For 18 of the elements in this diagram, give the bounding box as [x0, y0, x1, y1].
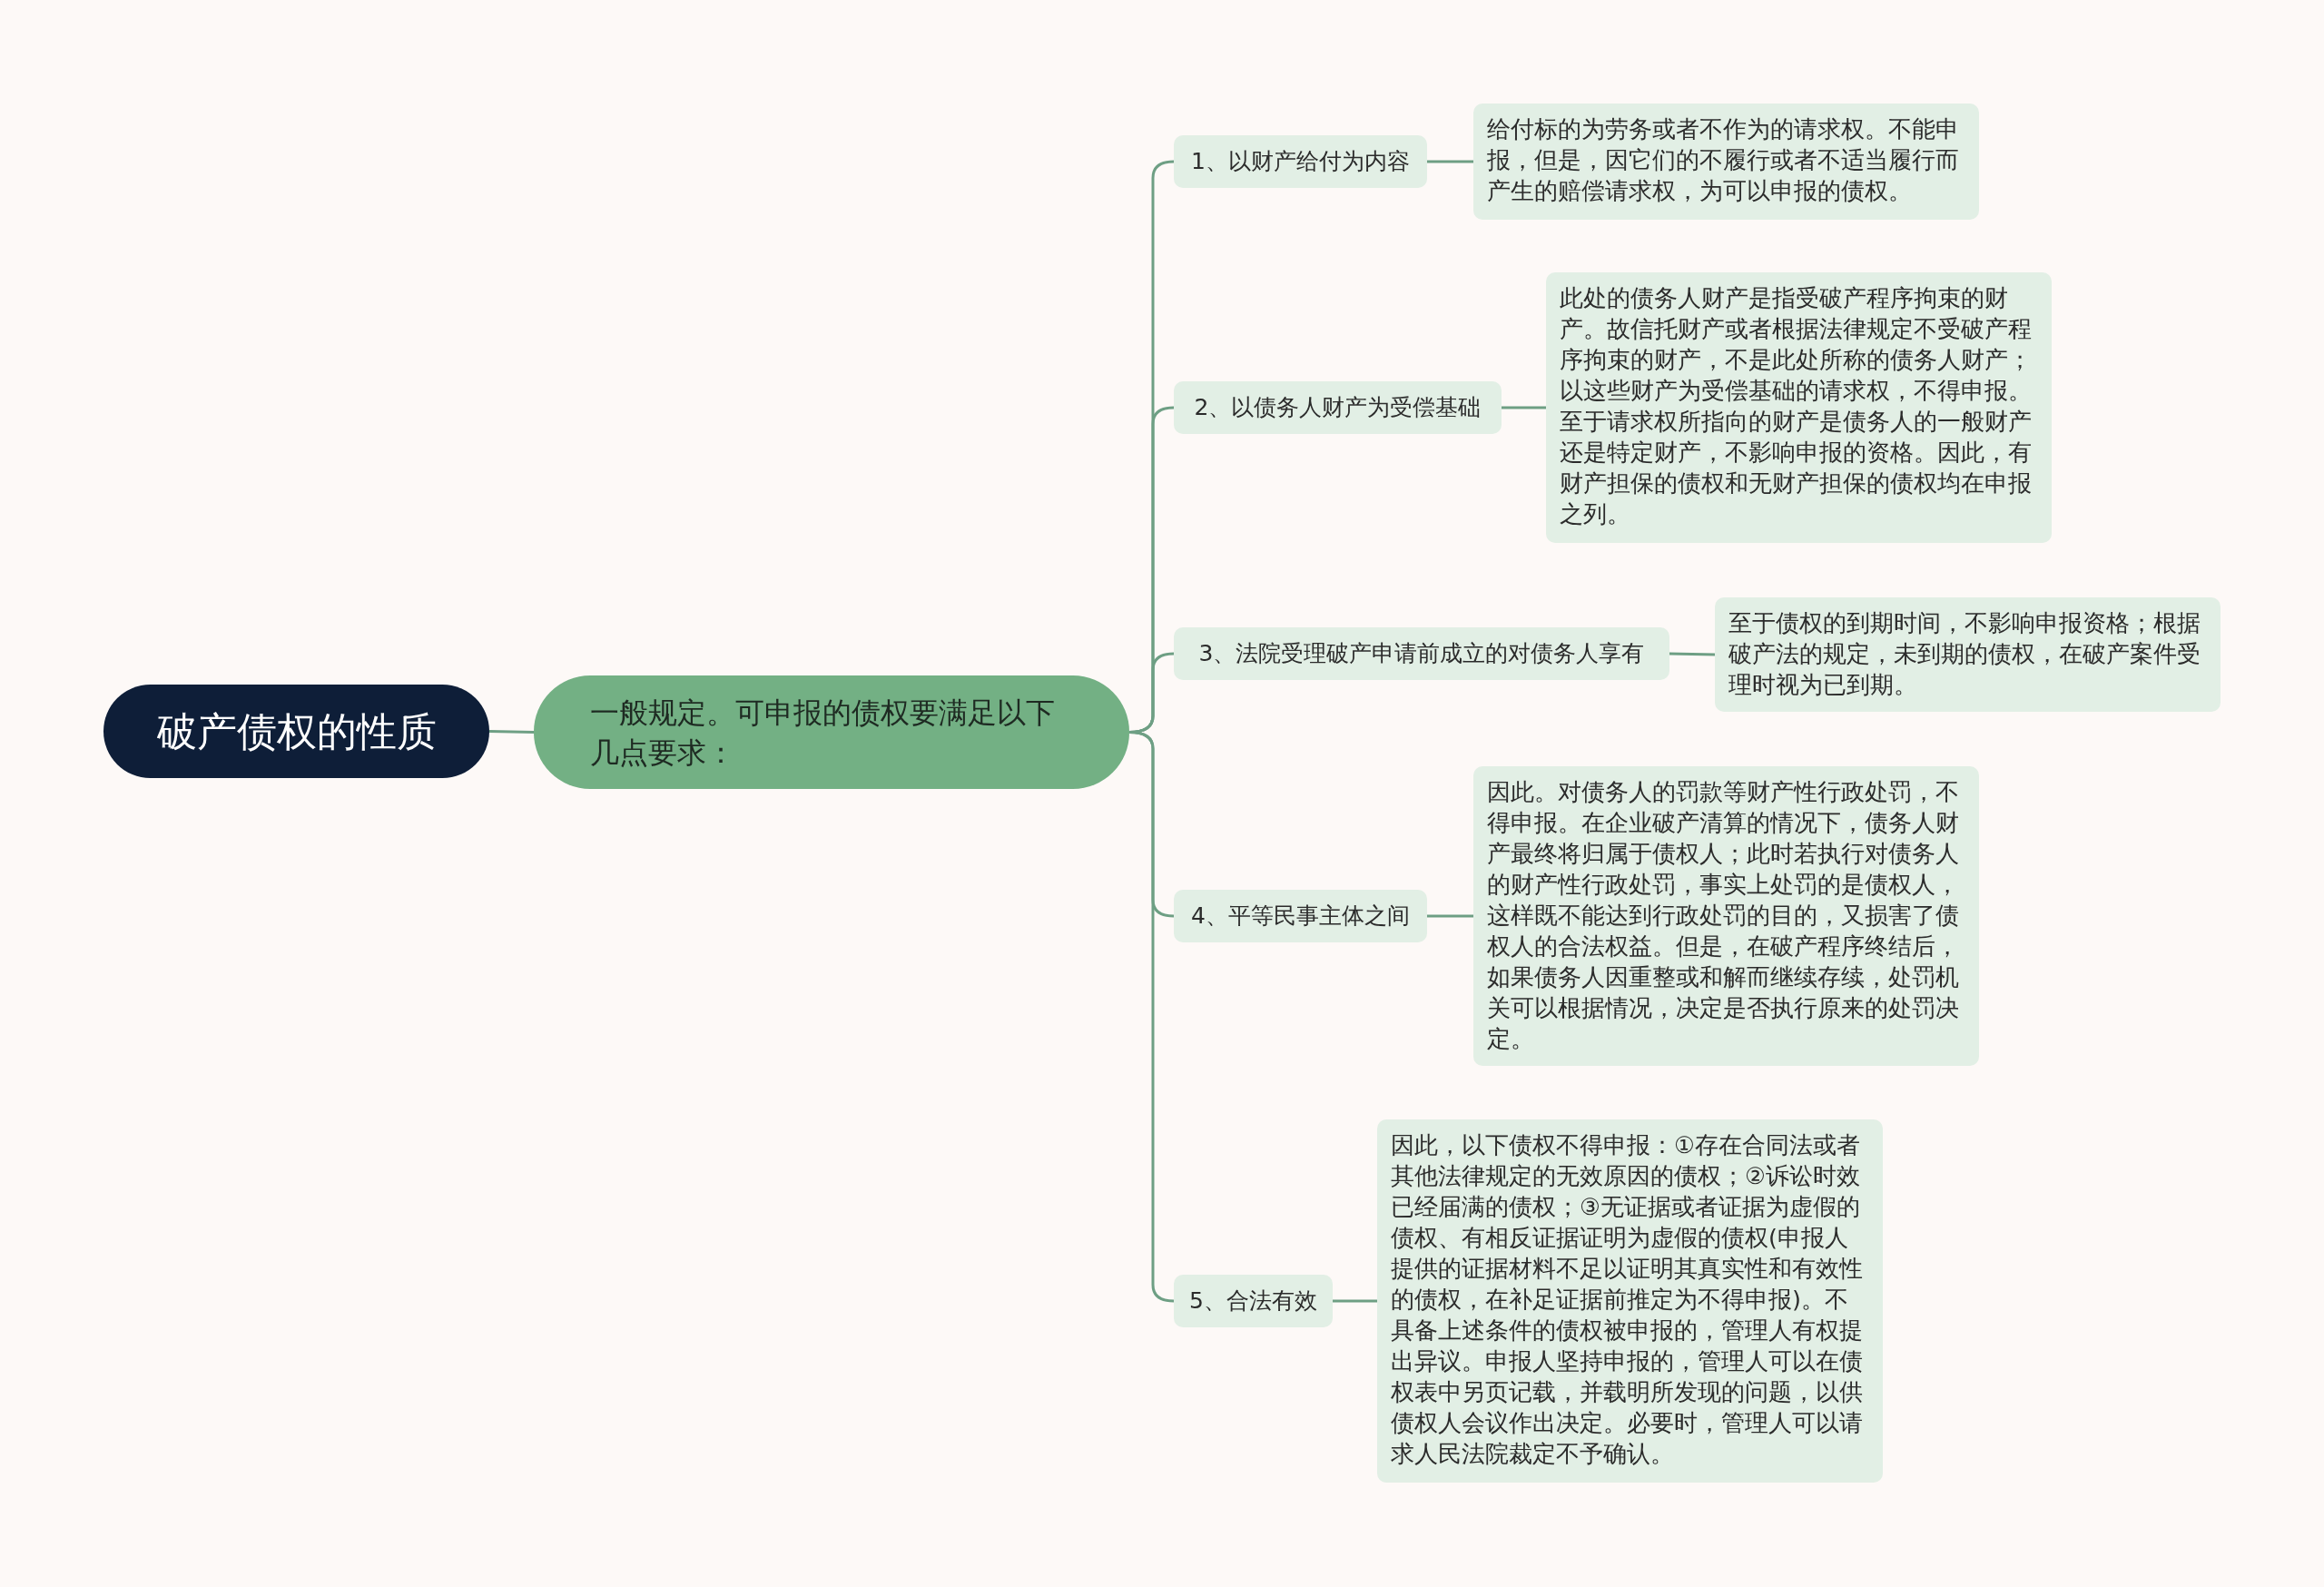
root-topic: 破产债权的性质 — [103, 685, 489, 778]
detail-note: 因此。对债务人的罚款等财产性行政处罚，不得申报。在企业破产清算的情况下，债务人财产最终将归属于债权人；此时若执行对债务人的财产性行政处罚，事实上处罚的是债权人，这样既不能达到行政处罚的目的，又损害了债权人的合法权益。但是，在破产程序终结后，如果债务人因重整或和解而继续存续，处罚机关可以根据情况，决定是否执行原来的处罚决定。 — [1473, 766, 1979, 1066]
branch-topic: 1、以财产给付为内容 — [1174, 135, 1427, 188]
detail-note: 至于债权的到期时间，不影响申报资格；根据破产法的规定，未到期的债权，在破产案件受理时视为已到期。 — [1715, 597, 2221, 712]
connector-line — [1502, 406, 1546, 409]
detail-note: 此处的债务人财产是指受破产程序拘束的财产。故信托财产或者根据法律规定不受破产程序拘束的财产，不是此处所称的债务人财产；以这些财产为受偿基础的请求权，不得申报。至于请求权所指向的财产是债务人的一般财产还是特定财产，不影响申报的资格。因此，有财产担保的债权和无财产担保的债权均在申报之列。 — [1546, 272, 2052, 543]
connector-line — [1333, 1299, 1377, 1303]
main-topic: 一般规定。可申报的债权要满足以下几点要求： — [534, 675, 1129, 789]
detail-note: 给付标的为劳务或者不作为的请求权。不能申报，但是，因它们的不履行或者不适当履行而产生的赔偿请求权，为可以申报的债权。 — [1473, 104, 1979, 220]
connector-line — [1669, 652, 1716, 656]
branch-topic: 5、合法有效 — [1174, 1275, 1333, 1327]
branch-topic: 2、以债务人财产为受偿基础 — [1174, 381, 1502, 434]
branch-topic: 4、平等民事主体之间 — [1174, 890, 1427, 942]
connector-line — [488, 730, 535, 734]
detail-note: 因此，以下债权不得申报：①存在合同法或者其他法律规定的无效原因的债权；②诉讼时效已经届满的债权；③无证据或者证据为虚假的债权、有相反证据证明为虚假的债权(申报人提供的证据材料不足以证明其真实性和有效性的债权，在补足证据前推定为不得申报)。不具备上述条件的债权被申报的，管理人有权提出异议。申报人坚持申报的，管理人可以在债权表中另页记载，并载明所发现的问题，以供债权人会议作出决定。必要时，管理人可以请求人民法院裁定不予确认。 — [1377, 1119, 1883, 1483]
branch-topic: 3、法院受理破产申请前成立的对债务人享有 — [1174, 627, 1669, 680]
connector-line — [1427, 914, 1473, 918]
connector-line — [1427, 160, 1473, 163]
